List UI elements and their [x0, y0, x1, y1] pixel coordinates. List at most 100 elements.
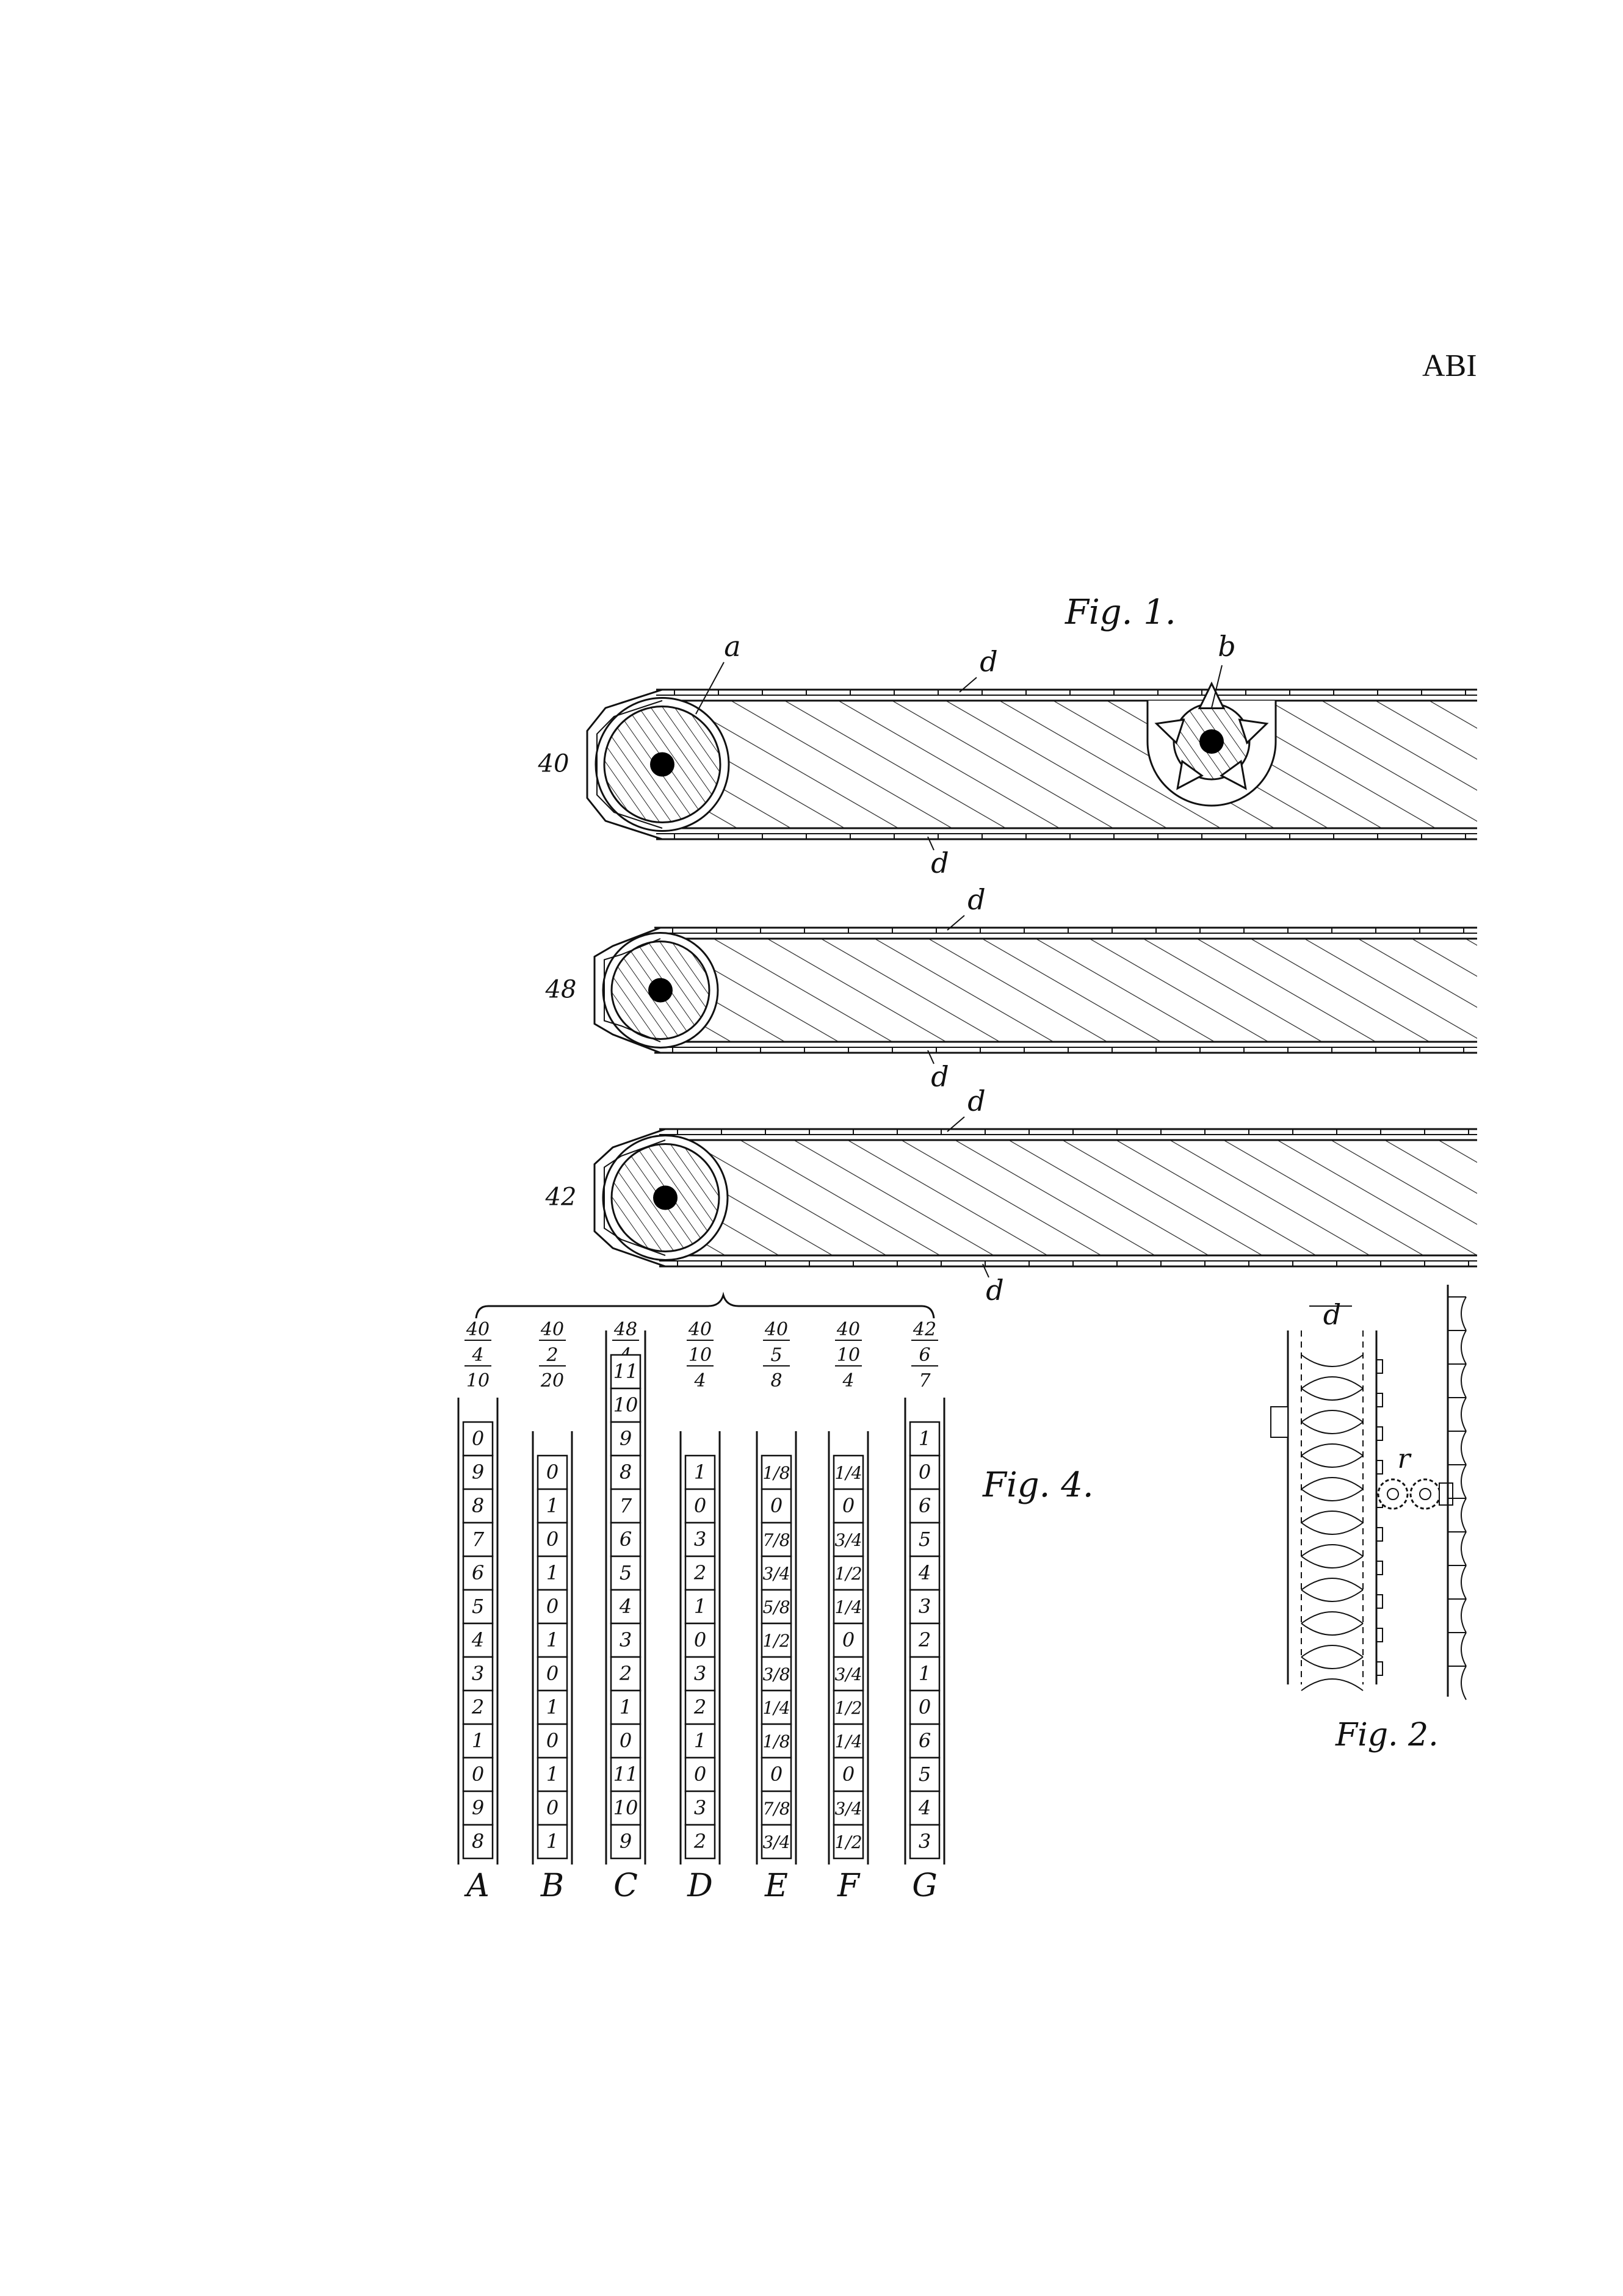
belt-core [662, 701, 1477, 828]
column-header-mid: 4 [471, 1345, 483, 1366]
cell-value: 1 [694, 1595, 706, 1618]
cell-value: 1 [546, 1561, 558, 1584]
fig2-tooth [1376, 1628, 1383, 1642]
column-cell [684, 1488, 716, 1524]
column-cell [610, 1354, 642, 1390]
cell-value: 0 [694, 1763, 706, 1786]
cell-value: 1/4 [834, 1463, 862, 1483]
column-cell [462, 1790, 494, 1826]
cell-value: 1 [546, 1628, 558, 1652]
column-header-bottom: 20 [540, 1370, 564, 1392]
cell-value: 3/4 [762, 1832, 790, 1852]
cell-value: 3 [919, 1595, 931, 1618]
column-header-mid: 10 [689, 1345, 712, 1366]
column-cell [833, 1656, 864, 1692]
fig2-belt2-curve [1461, 1296, 1467, 1331]
cell-value: 1/4 [834, 1597, 862, 1617]
fig2-link [1301, 1678, 1364, 1691]
fig2-link [1301, 1589, 1364, 1602]
fig2-block [1439, 1482, 1453, 1506]
cell-value: 3 [694, 1796, 706, 1819]
cell-value: 5 [620, 1561, 632, 1584]
header-text: ABI [1422, 348, 1477, 383]
column-cell [761, 1454, 792, 1490]
cell-value: 9 [472, 1796, 484, 1819]
column-cell [761, 1555, 792, 1591]
cell-value: 1/8 [762, 1731, 790, 1752]
belt-number: 40 [538, 750, 569, 778]
column-header-mid: 2 [546, 1345, 558, 1366]
cell-value: 3/4 [834, 1530, 862, 1550]
fig2-link [1301, 1477, 1364, 1490]
fig2-link [1301, 1376, 1364, 1389]
cell-value: 0 [546, 1729, 558, 1752]
cell-value: 1 [546, 1695, 558, 1719]
cell-value: 2 [693, 1830, 706, 1853]
cell-value: 4 [471, 1628, 484, 1652]
wheel-axle [1199, 729, 1224, 754]
cell-value: 3/4 [834, 1664, 862, 1684]
column-cell [462, 1622, 494, 1658]
fig2-link [1301, 1354, 1364, 1367]
column-cell [610, 1756, 642, 1792]
cell-value: 0 [546, 1528, 558, 1551]
cell-value: 0 [842, 1628, 855, 1652]
column-header-bottom: 7 [919, 1370, 931, 1392]
column-cell [610, 1824, 642, 1860]
fig2-gear [1409, 1478, 1441, 1510]
column-cell [610, 1387, 642, 1423]
label-d-bottom: d [931, 1060, 949, 1093]
column-cell [833, 1756, 864, 1792]
column-cell [833, 1723, 864, 1759]
roller-axle [650, 752, 674, 777]
roller-axle [648, 978, 673, 1003]
fig2-link [1301, 1511, 1364, 1523]
cell-value: 6 [620, 1528, 632, 1551]
leader [927, 1050, 934, 1064]
cell-value: 6 [919, 1729, 931, 1752]
column-letter: A [464, 1868, 490, 1904]
belt-number: 42 [545, 1183, 577, 1211]
fig4-brace [475, 1291, 935, 1319]
column-letter: B [540, 1868, 564, 1904]
cell-value: 3 [472, 1662, 484, 1685]
cell-value: 3/4 [762, 1564, 790, 1584]
fig2-belt2-curve [1461, 1666, 1467, 1700]
cell-value: 1 [546, 1494, 558, 1517]
cell-value: 1 [919, 1662, 931, 1685]
leader [695, 662, 725, 715]
cell-value: 0 [546, 1796, 558, 1819]
cell-value: 8 [472, 1494, 484, 1517]
column-cell [462, 1824, 494, 1860]
column-letter: F [837, 1868, 861, 1904]
cell-value: 1/2 [834, 1564, 862, 1584]
fig2-gear-hub [1387, 1488, 1399, 1500]
star-tooth [1154, 718, 1185, 745]
chain-end [604, 938, 661, 1042]
cell-value: 0 [919, 1695, 931, 1719]
cell-value: 1 [919, 1427, 931, 1450]
cell-value: 1 [472, 1729, 484, 1752]
column-cell [761, 1589, 792, 1625]
column-cell [761, 1488, 792, 1524]
column-header-top: 40 [836, 1319, 860, 1340]
column-cell [537, 1689, 568, 1725]
fig2-link [1301, 1544, 1364, 1557]
fig2-tooth [1376, 1527, 1383, 1542]
fig2-belt2-curve [1461, 1464, 1467, 1499]
cell-value: 0 [546, 1460, 558, 1484]
cell-value: 11 [613, 1360, 638, 1383]
column-header-mid: 5 [770, 1345, 782, 1366]
cell-value: 1/2 [834, 1698, 862, 1718]
column-header-mid: 6 [919, 1345, 930, 1366]
cell-value: 2 [693, 1695, 706, 1719]
fig2-link [1301, 1443, 1364, 1456]
leader [927, 836, 934, 851]
column-cell [909, 1689, 941, 1725]
label-a: a [724, 630, 740, 663]
fig2-belt2-curve [1461, 1397, 1467, 1432]
